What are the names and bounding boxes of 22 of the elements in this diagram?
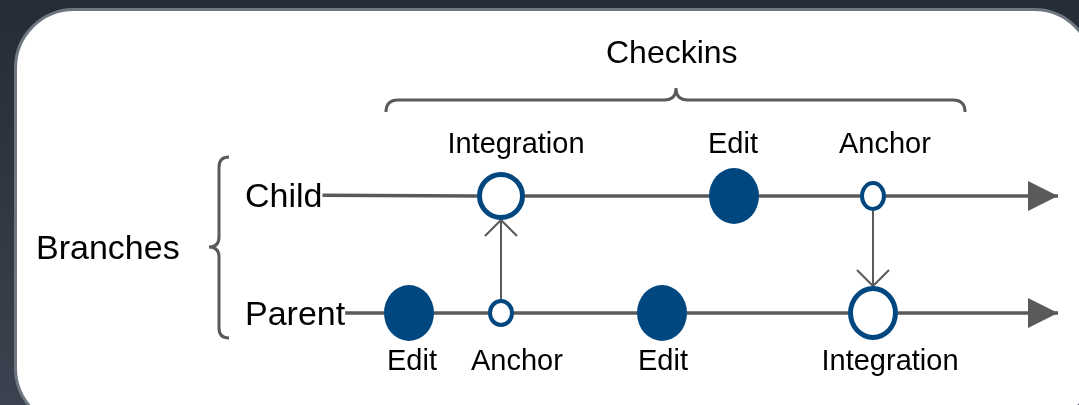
connector-line xyxy=(434,311,488,315)
connector-line xyxy=(322,193,477,198)
branch-label: Parent xyxy=(245,296,346,330)
arrow xyxy=(898,297,1058,329)
arrow xyxy=(886,180,1058,212)
connector-line xyxy=(345,311,384,315)
branch-label: Child xyxy=(245,178,323,212)
checkin-type-label: Edit xyxy=(708,128,758,158)
checkin-type-label: Integration xyxy=(821,345,959,375)
arrow xyxy=(484,219,518,300)
group-label: Checkins xyxy=(606,36,738,68)
checkin-type-label: Anchor xyxy=(471,345,563,375)
checkin-type-label: Integration xyxy=(447,128,585,158)
connector-line xyxy=(525,194,709,198)
group-label: Branches xyxy=(36,230,180,264)
connector-line xyxy=(687,311,848,315)
checkin-type-label: Anchor xyxy=(839,128,931,158)
connector-line xyxy=(514,311,637,315)
checkin-type-label: Edit xyxy=(638,345,688,375)
arrow xyxy=(856,210,890,287)
checkin-type-label: Edit xyxy=(387,345,437,375)
connector-line xyxy=(759,194,860,198)
